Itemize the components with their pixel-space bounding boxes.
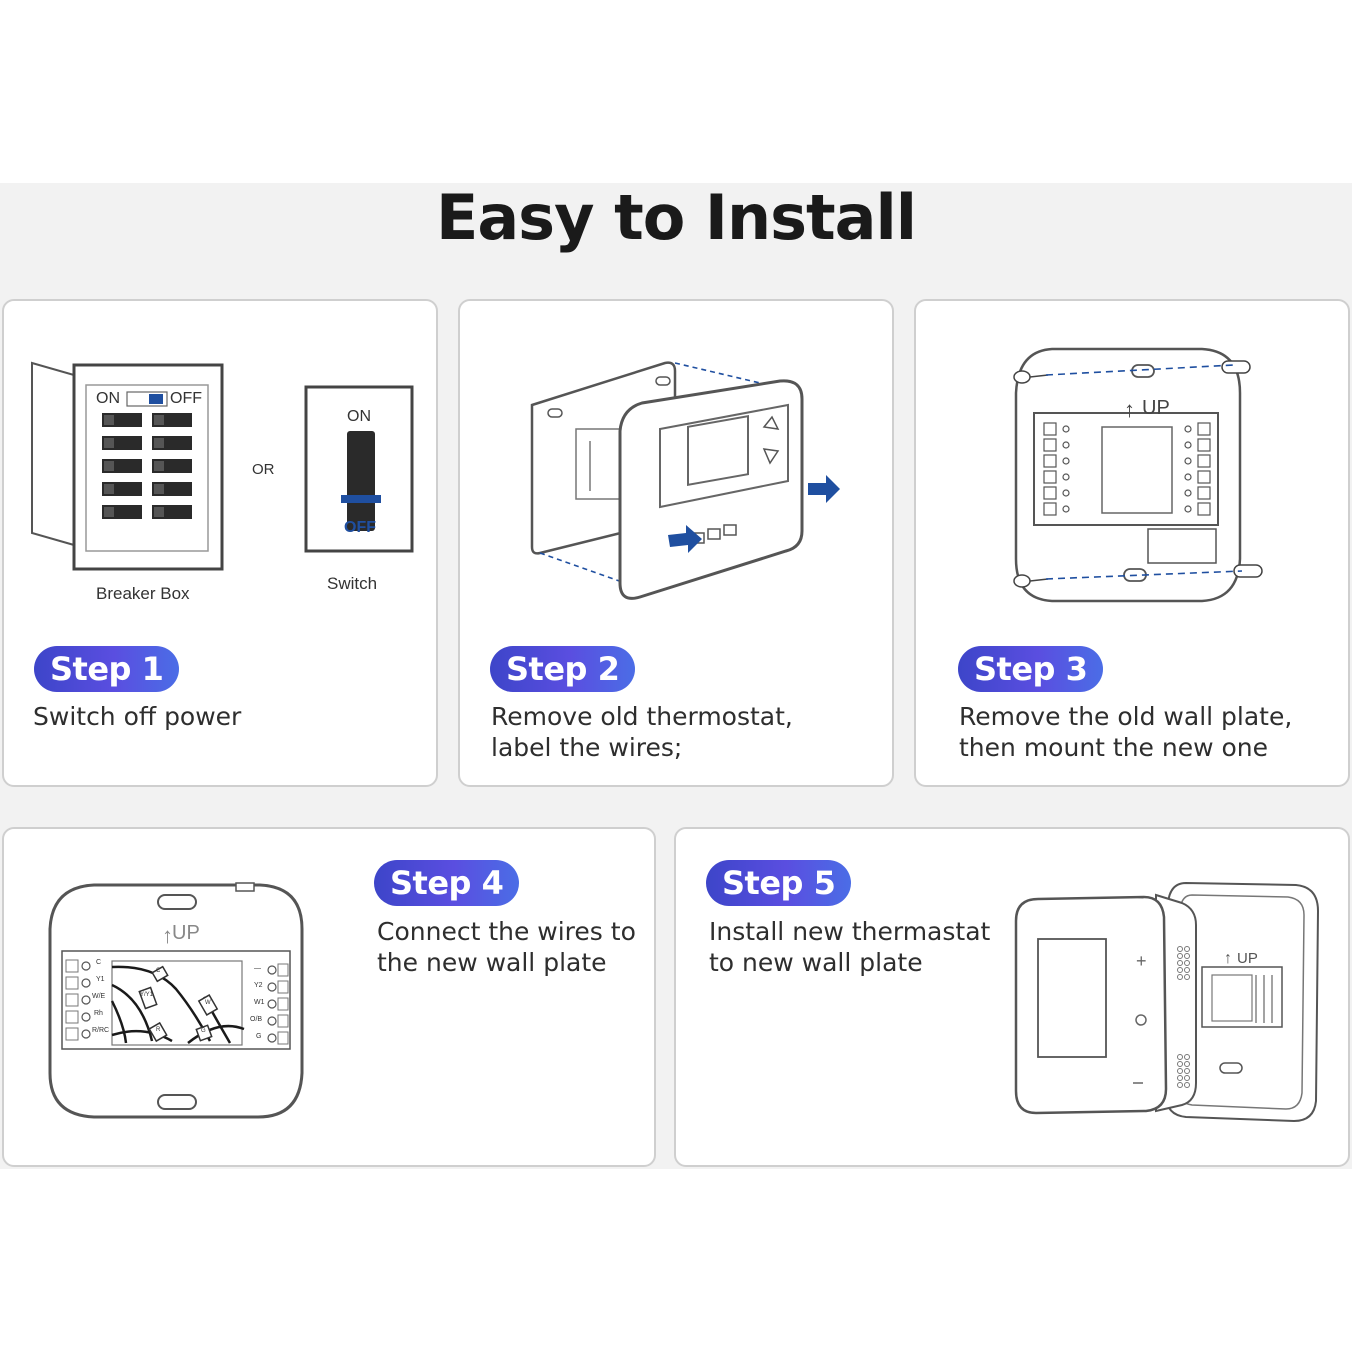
- wire-tag-r: R: [156, 1027, 161, 1033]
- terminal-block: [1197, 422, 1211, 436]
- plate-3-up-label: UP: [1142, 397, 1170, 419]
- step-2-line-2: label the wires;: [491, 733, 683, 762]
- terminal-block: [1043, 438, 1057, 452]
- step-4-line-2: the new wall plate: [377, 948, 607, 977]
- switch-caption: Switch: [327, 574, 378, 593]
- step-4-card: ↑ UP C Y1 W/E Rh R/RC — Y2 W1 O/B G C Y/…: [2, 827, 656, 1167]
- breaker-on-label: ON: [96, 390, 120, 407]
- step-3-description: Remove the old wall plate, then mount th…: [959, 701, 1292, 763]
- step-1-card: ON OFF Breaker Box OR ON OFF Switch Step…: [2, 299, 438, 787]
- svg-text:+: +: [1136, 951, 1147, 971]
- terminal-block: [1043, 486, 1057, 500]
- new-thermostat-illustration: ↑ +: [1014, 881, 1320, 1123]
- step-4-line-1: Connect the wires to: [377, 917, 636, 946]
- terminal-dash: —: [254, 965, 261, 972]
- page-title: Easy to Install: [435, 181, 917, 254]
- svg-text:↑: ↑: [162, 923, 173, 948]
- step-2-badge: Step 2: [490, 646, 636, 692]
- terminal-block: [1197, 470, 1211, 484]
- plate-up-text: ↑: [1124, 397, 1135, 422]
- terminal-w-e: W/E: [92, 993, 106, 1000]
- step-4-badge: Step 4: [374, 860, 520, 906]
- terminal-block: [1043, 454, 1057, 468]
- wire-tag-g: G: [201, 1028, 206, 1034]
- terminal-block: [1197, 486, 1211, 500]
- plate-5-up-label: UP: [1237, 950, 1258, 967]
- svg-text:↑: ↑: [1224, 950, 1232, 967]
- or-label: OR: [252, 461, 275, 478]
- terminal-block: [1043, 470, 1057, 484]
- step-3-badge: Step 3: [958, 646, 1104, 692]
- terminal-block: [1197, 502, 1211, 516]
- terminal-o-b: O/B: [250, 1016, 263, 1023]
- step-3-card: ↑ UP Step 3 Remove the old wall plate, t…: [914, 299, 1350, 787]
- terminal-block: [1043, 502, 1057, 516]
- step-2-line-1: Remove old thermostat,: [491, 702, 793, 731]
- step-5-badge: Step 5: [706, 860, 852, 906]
- terminal-block: [1197, 454, 1211, 468]
- step-3-line-2: then mount the new one: [959, 733, 1269, 762]
- step-1-description: Switch off power: [33, 701, 241, 732]
- terminal-w1: W1: [254, 999, 265, 1006]
- step-5-description: Install new thermastat to new wall plate: [709, 916, 990, 978]
- step-2-card: Step 2 Remove old thermostat, label the …: [458, 299, 894, 787]
- wire-tag-c: C: [156, 968, 161, 974]
- step-3-line-1: Remove the old wall plate,: [959, 702, 1293, 731]
- terminal-rh: Rh: [94, 1010, 103, 1017]
- wire-tag-y: Y/Y1: [140, 992, 154, 998]
- step-5-line-1: Install new thermastat: [709, 917, 991, 946]
- terminal-block: [1043, 422, 1057, 436]
- step-1-line-1: Switch off power: [33, 702, 242, 731]
- step-2-description: Remove old thermostat, label the wires;: [491, 701, 793, 763]
- switch-on-label: ON: [347, 408, 371, 425]
- step-1-badge: Step 1: [34, 646, 180, 692]
- step-4-description: Connect the wires to the new wall plate: [377, 916, 636, 978]
- wall-plate-mount-illustration: ↑: [1013, 347, 1263, 603]
- terminal-y2: Y2: [254, 982, 263, 989]
- breaker-box-caption: Breaker Box: [96, 584, 190, 603]
- breaker-box-illustration: [31, 361, 414, 571]
- step-5-line-2: to new wall plate: [709, 948, 923, 977]
- old-thermostat-illustration: [530, 361, 840, 600]
- terminal-g: G: [256, 1033, 262, 1040]
- terminal-block: [1197, 438, 1211, 452]
- terminal-c: C: [96, 959, 102, 966]
- wire-tag-w: W: [205, 1000, 211, 1006]
- wiring-illustration: ↑: [48, 882, 304, 1119]
- terminal-y1: Y1: [96, 976, 105, 983]
- terminal-r-rc: R/RC: [92, 1027, 110, 1034]
- plate-4-up-label: UP: [172, 922, 200, 944]
- step-5-card: Step 5 Install new thermastat to new wal…: [674, 827, 1350, 1167]
- switch-off-label: OFF: [344, 519, 376, 536]
- breaker-off-label: OFF: [170, 390, 202, 407]
